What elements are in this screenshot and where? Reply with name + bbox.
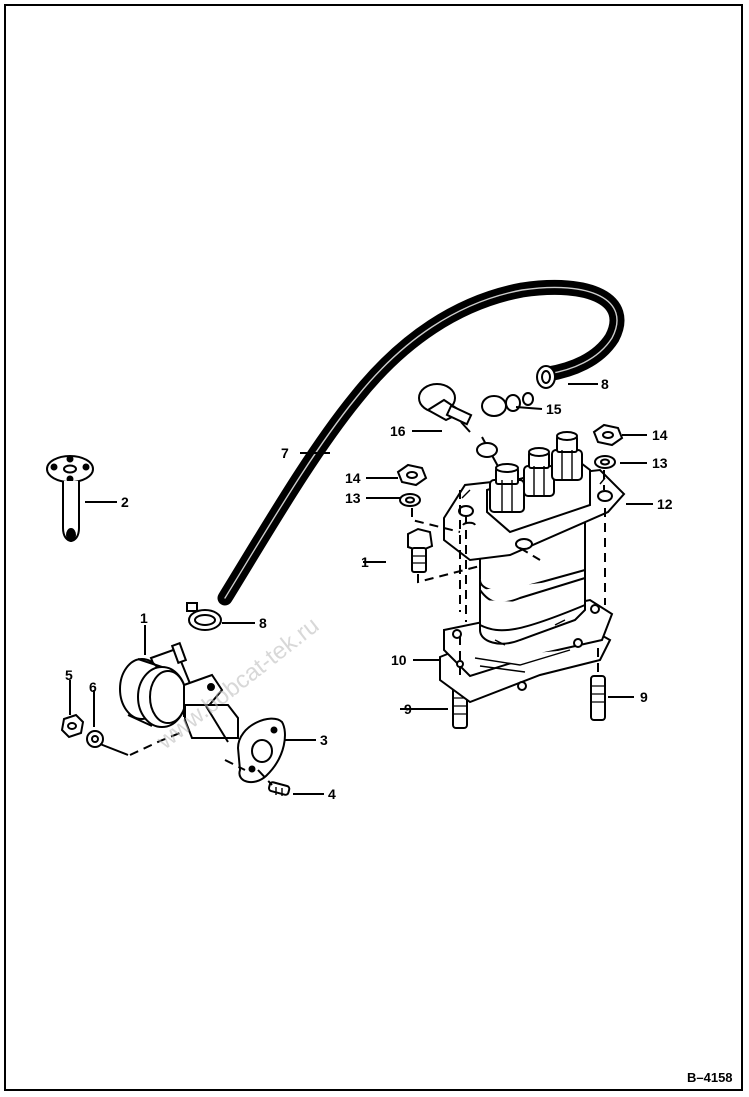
nut-5 bbox=[60, 713, 85, 739]
washer-13-right bbox=[594, 455, 616, 469]
diagram-frame bbox=[4, 4, 743, 1091]
callout-leaders bbox=[69, 383, 653, 795]
stud-4 bbox=[267, 781, 291, 796]
callout-8a: 8 bbox=[601, 376, 609, 392]
fuel-transfer-pump bbox=[119, 641, 239, 743]
delivery-valve-2 bbox=[523, 447, 555, 497]
hose-clamp-upper bbox=[536, 365, 556, 389]
callout-16: 16 bbox=[390, 423, 406, 439]
bolt-11 bbox=[407, 527, 434, 573]
callout-13a: 13 bbox=[345, 490, 361, 506]
callout-12: 12 bbox=[657, 496, 673, 512]
fitting-16 bbox=[418, 383, 473, 433]
gasket-3 bbox=[236, 717, 286, 784]
callout-13b: 13 bbox=[652, 455, 668, 471]
washer-6 bbox=[86, 730, 104, 748]
callout-6: 6 bbox=[89, 679, 97, 695]
callout-10: 10 bbox=[391, 652, 407, 668]
reference-code: B–4158 bbox=[687, 1070, 733, 1085]
washer-connector bbox=[99, 743, 129, 756]
hose-clamp-lower bbox=[186, 602, 222, 631]
washer-13-left bbox=[399, 493, 421, 507]
callout-4: 4 bbox=[328, 786, 336, 802]
callout-1b: 1 bbox=[361, 554, 369, 570]
nut-14-left bbox=[396, 463, 428, 487]
callout-5: 5 bbox=[65, 667, 73, 683]
stud-9-right bbox=[590, 675, 606, 721]
alignment-lines bbox=[129, 470, 606, 786]
callout-14a: 14 bbox=[345, 470, 361, 486]
callout-labels: 1 1 2 3 4 5 6 7 8 8 9 9 10 12 13 13 14 1… bbox=[65, 376, 673, 802]
nut-14-right bbox=[592, 423, 624, 447]
callout-14b: 14 bbox=[652, 427, 668, 443]
callout-9b: 9 bbox=[640, 689, 648, 705]
fuel-strainer bbox=[46, 455, 94, 542]
callout-9a: 9 bbox=[404, 701, 412, 717]
callout-2: 2 bbox=[121, 494, 129, 510]
delivery-valve-3 bbox=[551, 431, 583, 481]
banjo-fitting-15 bbox=[476, 392, 534, 471]
injection-pump bbox=[396, 423, 626, 729]
callout-8b: 8 bbox=[259, 615, 267, 631]
delivery-valve-1 bbox=[489, 463, 525, 513]
callout-1a: 1 bbox=[140, 610, 148, 626]
callout-15: 15 bbox=[546, 401, 562, 417]
fuel-hose bbox=[217, 279, 625, 606]
callout-7: 7 bbox=[281, 445, 289, 461]
callout-3: 3 bbox=[320, 732, 328, 748]
